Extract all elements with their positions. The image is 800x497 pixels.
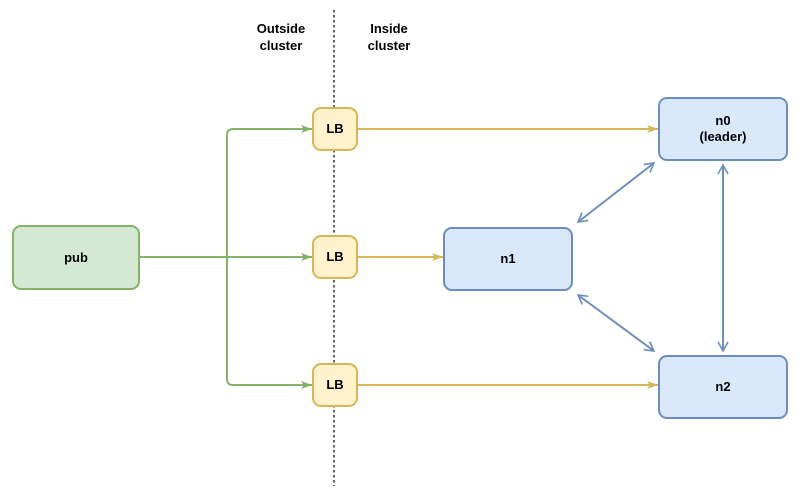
node-pub: pub	[12, 225, 140, 290]
node-lb3-label: LB	[326, 377, 344, 392]
node-lb2-label: LB	[326, 249, 344, 264]
edge-n1-n0	[576, 161, 656, 224]
node-n1: n1	[443, 227, 573, 291]
node-lb2: LB	[312, 235, 358, 279]
node-n1-label: n1	[500, 251, 516, 266]
node-lb1-label: LB	[326, 121, 344, 136]
edge-pub-to-lb3	[226, 257, 312, 389]
node-n0-leader: n0 (leader)	[658, 97, 788, 161]
outside-cluster-label: Outside cluster	[256, 21, 306, 53]
edge-pub-to-lb1	[226, 125, 312, 257]
node-n2: n2	[658, 355, 788, 419]
node-n2-label: n2	[715, 379, 731, 394]
node-lb1: LB	[312, 107, 358, 151]
edge-n1-n2	[576, 294, 656, 352]
node-n0-label: n0 (leader)	[699, 113, 747, 144]
node-lb3: LB	[312, 363, 358, 407]
node-pub-label: pub	[64, 249, 88, 265]
inside-cluster-label: Inside cluster	[367, 21, 411, 53]
